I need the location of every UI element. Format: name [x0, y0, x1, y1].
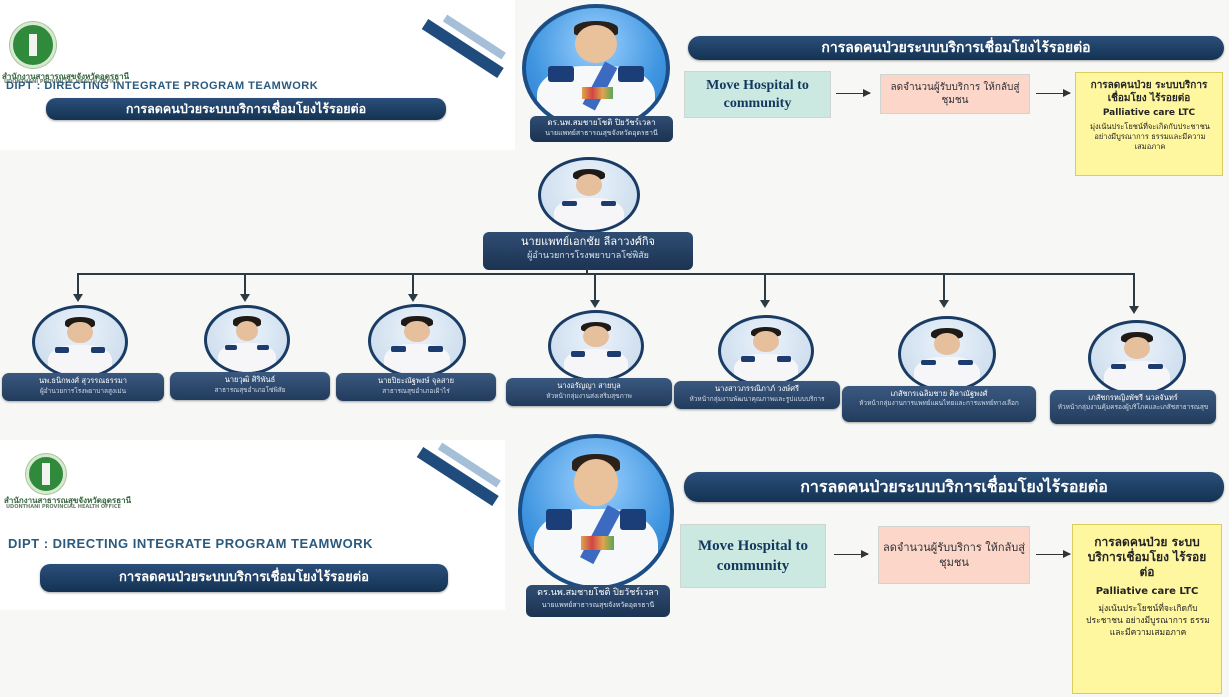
- staff-portrait-7: [1088, 320, 1186, 396]
- staff-plate-5: นางสาวภรรณิภาภ์ วงษ์ศรี หัวหน้ากลุ่มงานพ…: [674, 381, 840, 409]
- flow-step3-title: การลดคนป่วย ระบบบริการเชื่อมโยง ไร้รอยต่…: [1090, 80, 1208, 104]
- connector-arrow-7: [1129, 306, 1139, 314]
- staff-portrait-2: [204, 305, 290, 375]
- staff-plate-7: เภสัชกรหญิงพัชรี นวลจันทร์ หัวหน้ากลุ่มง…: [1050, 390, 1216, 424]
- flow-step-reduce-patients: ลดจำนวนผู้รับบริการ ให้กลับสู่ชุมชน: [880, 74, 1030, 114]
- connector-v4: [594, 273, 596, 301]
- logo-subcaption-2: UDONTHANI PROVINCIAL HEALTH OFFICE: [6, 504, 121, 510]
- flow-step-move-hospital-2: Move Hospital to community: [680, 524, 826, 588]
- leader-name: ดร.นพ.สมชายโชติ ปิยวัชร์เวลา: [547, 118, 656, 127]
- flow-step1-label: Move Hospital to community: [706, 77, 809, 111]
- dipt-title: DIPT : DIRECTING INTEGRATE PROGRAM TEAMW…: [6, 80, 319, 92]
- flow-step3-bullet: มุ่งเน้นประโยชน์ที่จะเกิดกับประชาชน อย่า…: [1090, 122, 1210, 151]
- staff-name: นางอรัญญา สายบุล: [557, 381, 621, 390]
- staff-plate-1: นพ.ธนิกพงศ์ สุวรรณธรรมา ผู้อำนวยการโรงพย…: [2, 373, 164, 401]
- staff-plate-2: นายวุฒิ ศิริพันธ์ สาธารณสุขอำเภอโซ่พิสัย: [170, 372, 330, 400]
- staff-plate-3: นายปิยะณัฐพงษ์ จุลสาย สาธารณสุขอำเภอเฝ้า…: [336, 373, 496, 401]
- flow-step1-label-2: Move Hospital to community: [698, 538, 808, 574]
- staff-title: หัวหน้ากลุ่มงานส่งเสริมสุขภาพ: [546, 392, 632, 400]
- staff-title: สาธารณสุขอำเภอเฝ้าไร่: [382, 387, 450, 395]
- director-name: นายแพทย์เอกชัย ลีลาวงศ์กิจ: [521, 235, 655, 248]
- flow-arrow-2b: [1036, 550, 1071, 558]
- bottom-panel: สำนักงานสาธารณสุขจังหวัดอุดรธานี UDONTHA…: [0, 432, 1229, 697]
- flow-arrow-2: [1036, 89, 1071, 97]
- leader-portrait: [522, 4, 670, 132]
- connector-arrow-6: [939, 300, 949, 308]
- health-office-logo-icon-2: [26, 454, 66, 494]
- staff-name: นางสาวภรรณิภาภ์ วงษ์ศรี: [714, 384, 800, 393]
- leader-portrait-2: [518, 434, 674, 590]
- leader-name-2: ดร.นพ.สมชายโชติ ปิยวัชร์เวลา: [537, 588, 659, 598]
- logo-caption-2: สำนักงานสาธารณสุขจังหวัดอุดรธานี: [4, 496, 132, 505]
- dipt-title-2: DIPT : DIRECTING INTEGRATE PROGRAM TEAMW…: [8, 536, 374, 551]
- health-office-logo-icon: [10, 22, 56, 68]
- director-name-plate: นายแพทย์เอกชัย ลีลาวงศ์กิจ ผู้อำนวยการโร…: [483, 232, 693, 270]
- connector-arrow-1: [73, 294, 83, 302]
- top-panel: สำนักงานสาธารณสุขจังหวัดอุดรธานี UDONTHA…: [0, 0, 1229, 432]
- connector-v7: [1133, 273, 1135, 306]
- staff-name: นายวุฒิ ศิริพันธ์: [224, 375, 276, 384]
- flow-header-banner: การลดคนป่วยระบบบริการเชื่อมโยงไร้รอยต่อ: [688, 36, 1224, 60]
- staff-title: สาธารณสุขอำเภอโซ่พิสัย: [214, 386, 286, 394]
- director-title: ผู้อำนวยการโรงพยาบาลโซ่พิสัย: [527, 251, 649, 261]
- connector-main: [586, 267, 588, 274]
- staff-plate-6: เภสัชกรเฉลิมชาย ศิลาณัฐพงศ์ หัวหน้ากลุ่ม…: [842, 386, 1036, 422]
- flow-arrow-1: [836, 89, 871, 97]
- leader-name-plate-2: ดร.นพ.สมชายโชติ ปิยวัชร์เวลา นายแพทย์สาธ…: [526, 585, 670, 617]
- flow-step2-label: ลดจำนวนผู้รับบริการ ให้กลับสู่ชุมชน: [890, 82, 1020, 106]
- logo-subcaption: UDONTHANI PROVINCIAL HEALTH OFFICE: [4, 79, 119, 85]
- leader-title-2: นายแพทย์สาธารณสุขจังหวัดอุดรธานี: [541, 601, 655, 609]
- flow-step2-label-2: ลดจำนวนผู้รับบริการ ให้กลับสู่ชุมชน: [883, 541, 1025, 569]
- connector-v6: [943, 273, 945, 301]
- title-banner-2: การลดคนป่วยระบบบริการเชื่อมโยงไร้รอยต่อ: [40, 564, 448, 592]
- staff-title: หัวหน้ากลุ่มงานการแพทย์แผนไทยและการแพทย์…: [859, 399, 1019, 407]
- flow-step-seamless-service: การลดคนป่วย ระบบบริการเชื่อมโยง ไร้รอยต่…: [1075, 72, 1223, 176]
- staff-name: เภสัชกรหญิงพัชรี นวลจันทร์: [1088, 393, 1178, 402]
- staff-portrait-4: [548, 310, 644, 382]
- flow-step-move-hospital: Move Hospital to community: [684, 71, 831, 118]
- staff-name: เภสัชกรเฉลิมชาย ศิลาณัฐพงศ์: [890, 389, 988, 398]
- connector-horizontal: [77, 273, 1135, 275]
- connector-v3: [412, 273, 414, 295]
- title-banner: การลดคนป่วยระบบบริการเชื่อมโยงไร้รอยต่อ: [46, 98, 446, 120]
- connector-arrow-3: [408, 294, 418, 302]
- connector-v2: [244, 273, 246, 295]
- leader-name-plate: ดร.นพ.สมชายโชติ ปิยวัชร์เวลา นายแพทย์สาธ…: [530, 116, 673, 142]
- staff-portrait-1: [32, 305, 128, 379]
- staff-plate-4: นางอรัญญา สายบุล หัวหน้ากลุ่มงานส่งเสริม…: [506, 378, 672, 406]
- connector-arrow-5: [760, 300, 770, 308]
- connector-v5: [764, 273, 766, 301]
- flow-step3-sub-2: Palliative care LTC: [1095, 586, 1199, 597]
- staff-title: หัวหน้ากลุ่มงานพัฒนาคุณภาพและรูปแบบบริกา…: [689, 395, 825, 403]
- staff-portrait-6: [898, 316, 996, 392]
- staff-portrait-3: [368, 304, 466, 378]
- staff-portrait-5: [718, 315, 814, 387]
- staff-title: ผู้อำนวยการโรงพยาบาลสูงเม่น: [39, 387, 127, 395]
- director-portrait: [538, 157, 640, 233]
- flow-header-banner-2: การลดคนป่วยระบบบริการเชื่อมโยงไร้รอยต่อ: [684, 472, 1224, 502]
- flow-step-reduce-patients-2: ลดจำนวนผู้รับบริการ ให้กลับสู่ชุมชน: [878, 526, 1030, 584]
- connector-v1: [77, 273, 79, 295]
- leader-title: นายแพทย์สาธารณสุขจังหวัดอุดรธานี: [545, 129, 658, 137]
- connector-arrow-4: [590, 300, 600, 308]
- flow-step3-sub: Palliative care LTC: [1102, 108, 1196, 118]
- flow-step-seamless-service-2: การลดคนป่วย ระบบบริการเชื่อมโยง ไร้รอยต่…: [1072, 524, 1222, 694]
- flow-step3-title-2: การลดคนป่วย ระบบบริการเชื่อมโยง ไร้รอยต่…: [1087, 535, 1207, 579]
- flow-arrow-1b: [834, 550, 869, 558]
- logo-caption: สำนักงานสาธารณสุขจังหวัดอุดรธานี: [2, 72, 130, 81]
- staff-title: หัวหน้ากลุ่มงานคุ้มครองผู้บริโภคและเภสัช…: [1057, 403, 1209, 411]
- staff-name: นายปิยะณัฐพงษ์ จุลสาย: [377, 376, 455, 385]
- connector-arrow-2: [240, 294, 250, 302]
- staff-name: นพ.ธนิกพงศ์ สุวรรณธรรมา: [38, 376, 128, 385]
- flow-step3-bullet-2: มุ่งเน้นประโยชน์ที่จะเกิดกับประชาชน อย่า…: [1086, 604, 1210, 638]
